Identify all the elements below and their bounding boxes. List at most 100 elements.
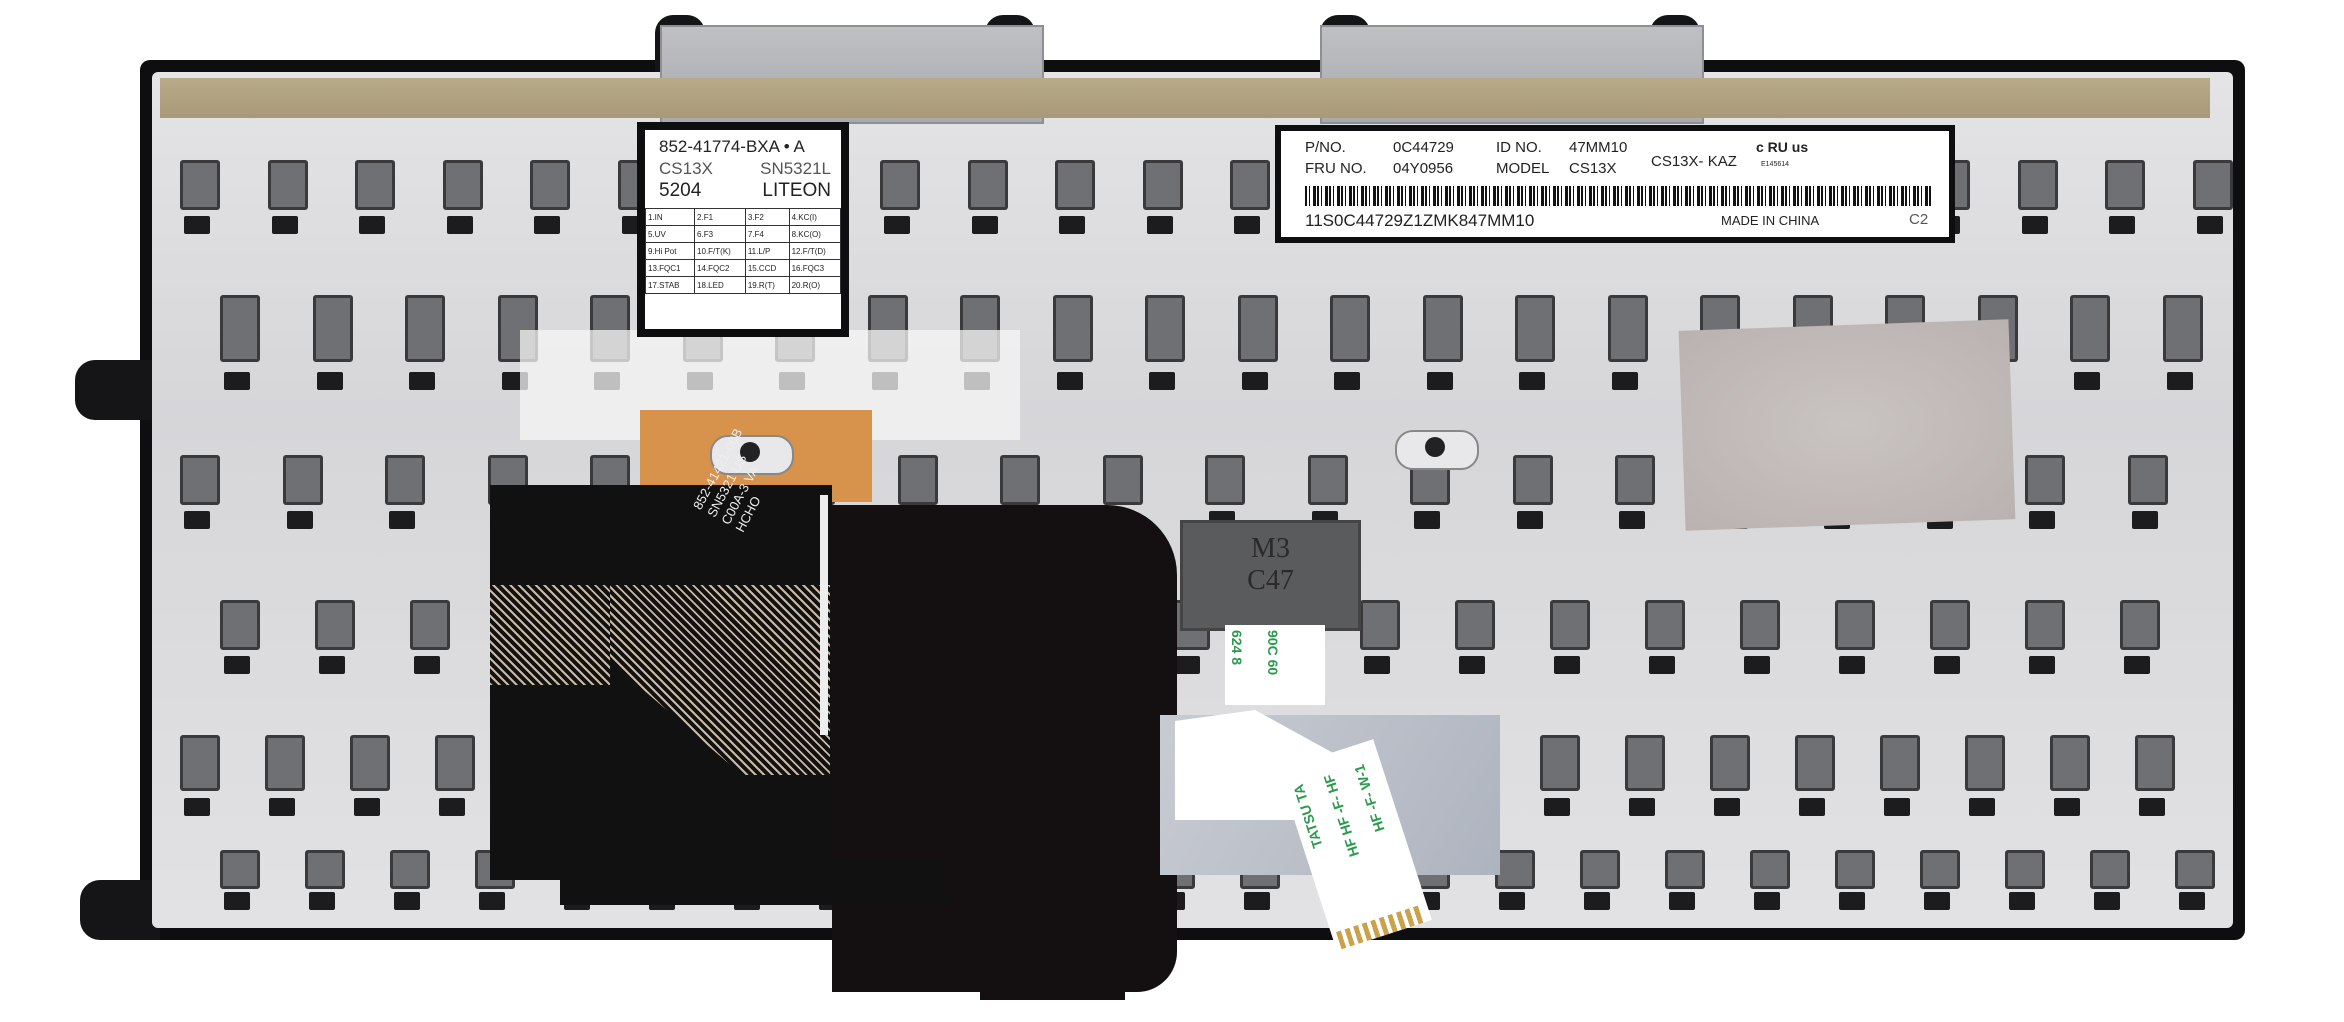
key-slot [1174,656,1200,674]
key-slot [1714,798,1740,816]
key-pocket [2192,160,2233,210]
grid-cell: 19.R(T) [744,276,790,294]
key-slot [446,216,473,234]
grid-cell: 13.FQC1 [644,259,696,277]
key-pocket [1550,600,1590,650]
key-slot [2109,216,2135,234]
cable-text: HF -F- W-1 [1350,762,1388,834]
key-slot [389,511,415,529]
model: CS13X [1569,160,1617,177]
key-slot [269,798,295,816]
grid-cell: 2.F1 [694,208,746,226]
key-pocket [180,455,220,505]
key-slot [184,511,210,529]
key-pocket [1330,295,1370,362]
key-pocket [2127,455,2168,505]
key-pocket [1625,735,1665,791]
key-slot [1839,892,1865,910]
key-slot [2094,892,2120,910]
key-pocket [1515,295,1555,362]
grid-cell: 3.F2 [744,208,790,226]
id-label: ID NO. [1496,139,1542,156]
key-pocket [1512,455,1553,505]
key-pocket [1645,600,1685,650]
key-pocket [1142,160,1183,210]
key-pocket [350,735,390,791]
serial: SN5321L [760,159,831,178]
grid-cell: 1.IN [644,208,696,226]
key-pocket [220,295,260,362]
key-pocket [282,455,323,505]
key-pocket [2120,600,2160,650]
key-slot [271,216,298,234]
key-pocket [1740,600,1780,650]
grid-cell: 14.FQC2 [694,259,746,277]
key-pocket [1230,160,1270,210]
key-slot [439,798,465,816]
key-slot [2009,892,2035,910]
flex-edge [820,495,828,735]
key-slot [1414,511,1440,529]
key-slot [1146,216,1173,234]
pno-label: P/NO. [1305,139,1346,156]
key-slot [2029,656,2055,674]
screw-icon [740,442,760,462]
key-slot [1924,892,1950,910]
key-pocket [2025,455,2065,505]
key-slot [479,892,505,910]
adhesive-strip [160,78,2210,118]
key-slot [1234,216,1260,234]
key-slot [414,656,440,674]
key-slot [2131,511,2158,529]
key-pocket [267,160,308,210]
key-slot [1884,798,1910,816]
key-slot [1059,216,1085,234]
key-pocket [220,850,260,889]
screw-icon [1425,437,1445,457]
lenovo-label: P/NO. 0C44729 FRU NO. 04Y0956 ID NO. 47M… [1275,125,1955,243]
key-pocket [1540,735,1580,791]
key-pocket [2070,295,2110,362]
key-pocket [1360,600,1400,650]
key-pocket [1835,600,1875,650]
flex-circuit: 852-41421-00B SN5321 US C00A-3 VA HCHO [490,426,832,880]
serial: 11S0C44729Z1ZMK847MM10 [1305,211,1535,230]
pno: 0C44729 [1393,139,1454,156]
flex-traces [490,585,610,685]
grid-cell: 10.F/T(K) [694,242,746,260]
key-pocket [897,455,938,505]
key-pocket [1455,600,1495,650]
key-slot [1056,372,1083,390]
connector-mark: M3 [1251,533,1290,564]
key-pocket [1920,850,1960,889]
key-slot [1241,372,1268,390]
key-pocket [1580,850,1620,889]
key-pocket [2005,850,2045,889]
key-pocket [220,600,260,650]
key-slot [1754,892,1780,910]
key-pocket [1930,600,1970,650]
key-slot [1649,656,1675,674]
flex-base [560,860,950,905]
key-slot [1334,372,1360,390]
cable-text: 624 8 [1229,630,1245,666]
key-pocket [2090,850,2130,889]
grid-cell: 17.STAB [644,276,696,294]
key-slot [1364,656,1390,674]
key-slot [971,216,998,234]
key-pocket [1205,455,1245,505]
key-slot [1799,798,1825,816]
key-pocket [1835,850,1875,889]
fru: 04Y0956 [1393,160,1454,177]
key-pocket [1965,735,2005,791]
key-slot [534,216,560,234]
grid-cell: 11.L/P [744,242,790,260]
connector: M3 C47 [1180,520,1361,631]
key-pocket [410,600,450,650]
key-slot [2179,892,2205,910]
key-slot [2054,798,2080,816]
key-slot [1554,656,1580,674]
model-label: MODEL [1496,160,1550,177]
